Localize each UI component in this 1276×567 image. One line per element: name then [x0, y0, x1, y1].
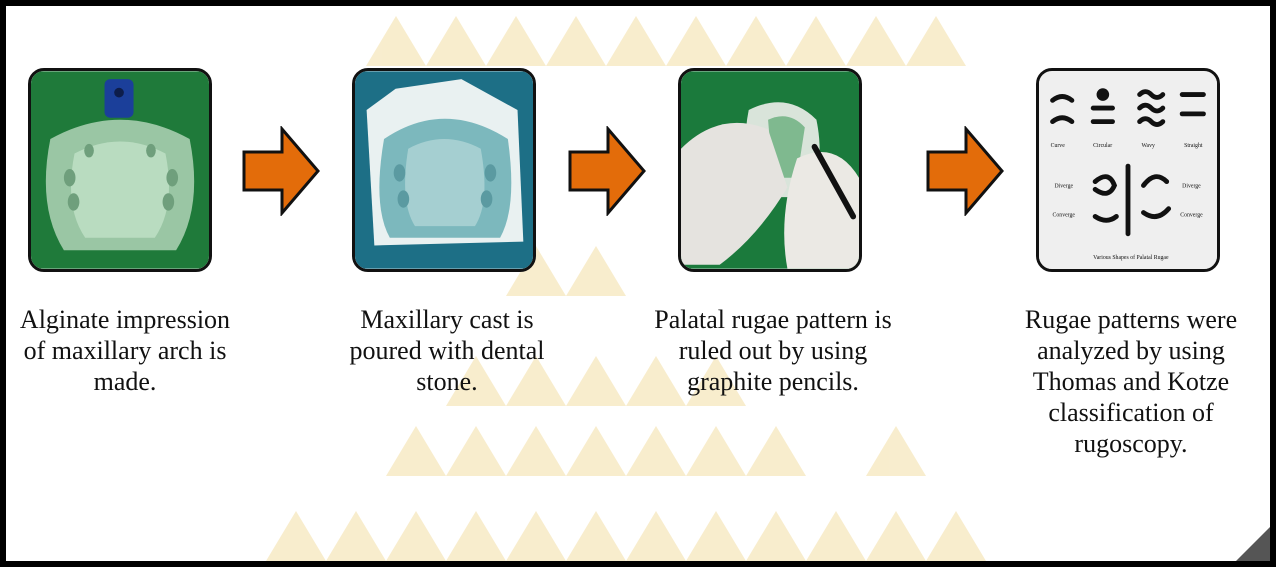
- rugae-classification-chart: Curve Circular Wavy Straight Diverge Div…: [1039, 71, 1217, 269]
- chart-label-wavy: Wavy: [1142, 143, 1155, 149]
- step-4-image: Curve Circular Wavy Straight Diverge Div…: [1036, 68, 1220, 272]
- rugae-marking-photo: [681, 71, 859, 269]
- maxillary-cast-photo: [355, 71, 533, 269]
- step-4-caption: Rugae patterns were analyzed by using Th…: [1012, 304, 1250, 459]
- arrow-right-3: [926, 126, 1004, 216]
- alginate-impression-photo: [31, 71, 209, 269]
- chart-label-converge-right: Converge: [1180, 212, 1203, 218]
- chart-label-converge-left: Converge: [1053, 212, 1076, 218]
- chart-label-diverge-right: Diverge: [1182, 183, 1201, 189]
- chart-label-diverge-left: Diverge: [1054, 183, 1073, 189]
- chart-label-circular: Circular: [1093, 143, 1112, 149]
- arrow-right-2: [568, 126, 646, 216]
- step-1-image: [28, 68, 212, 272]
- chart-caption: Various Shapes of Palatal Rugae: [1093, 254, 1169, 261]
- page-curl-corner: [1236, 527, 1270, 561]
- step-3-image: [678, 68, 862, 272]
- step-2-caption: Maxillary cast is poured with dental sto…: [328, 304, 566, 397]
- step-2-image: [352, 68, 536, 272]
- arrow-right-1: [242, 126, 320, 216]
- chart-label-straight: Straight: [1184, 143, 1203, 149]
- step-1-caption: Alginate impression of maxillary arch is…: [6, 304, 244, 397]
- chart-label-curve: Curve: [1051, 143, 1066, 149]
- step-3-caption: Palatal rugae pattern is ruled out by us…: [654, 304, 892, 397]
